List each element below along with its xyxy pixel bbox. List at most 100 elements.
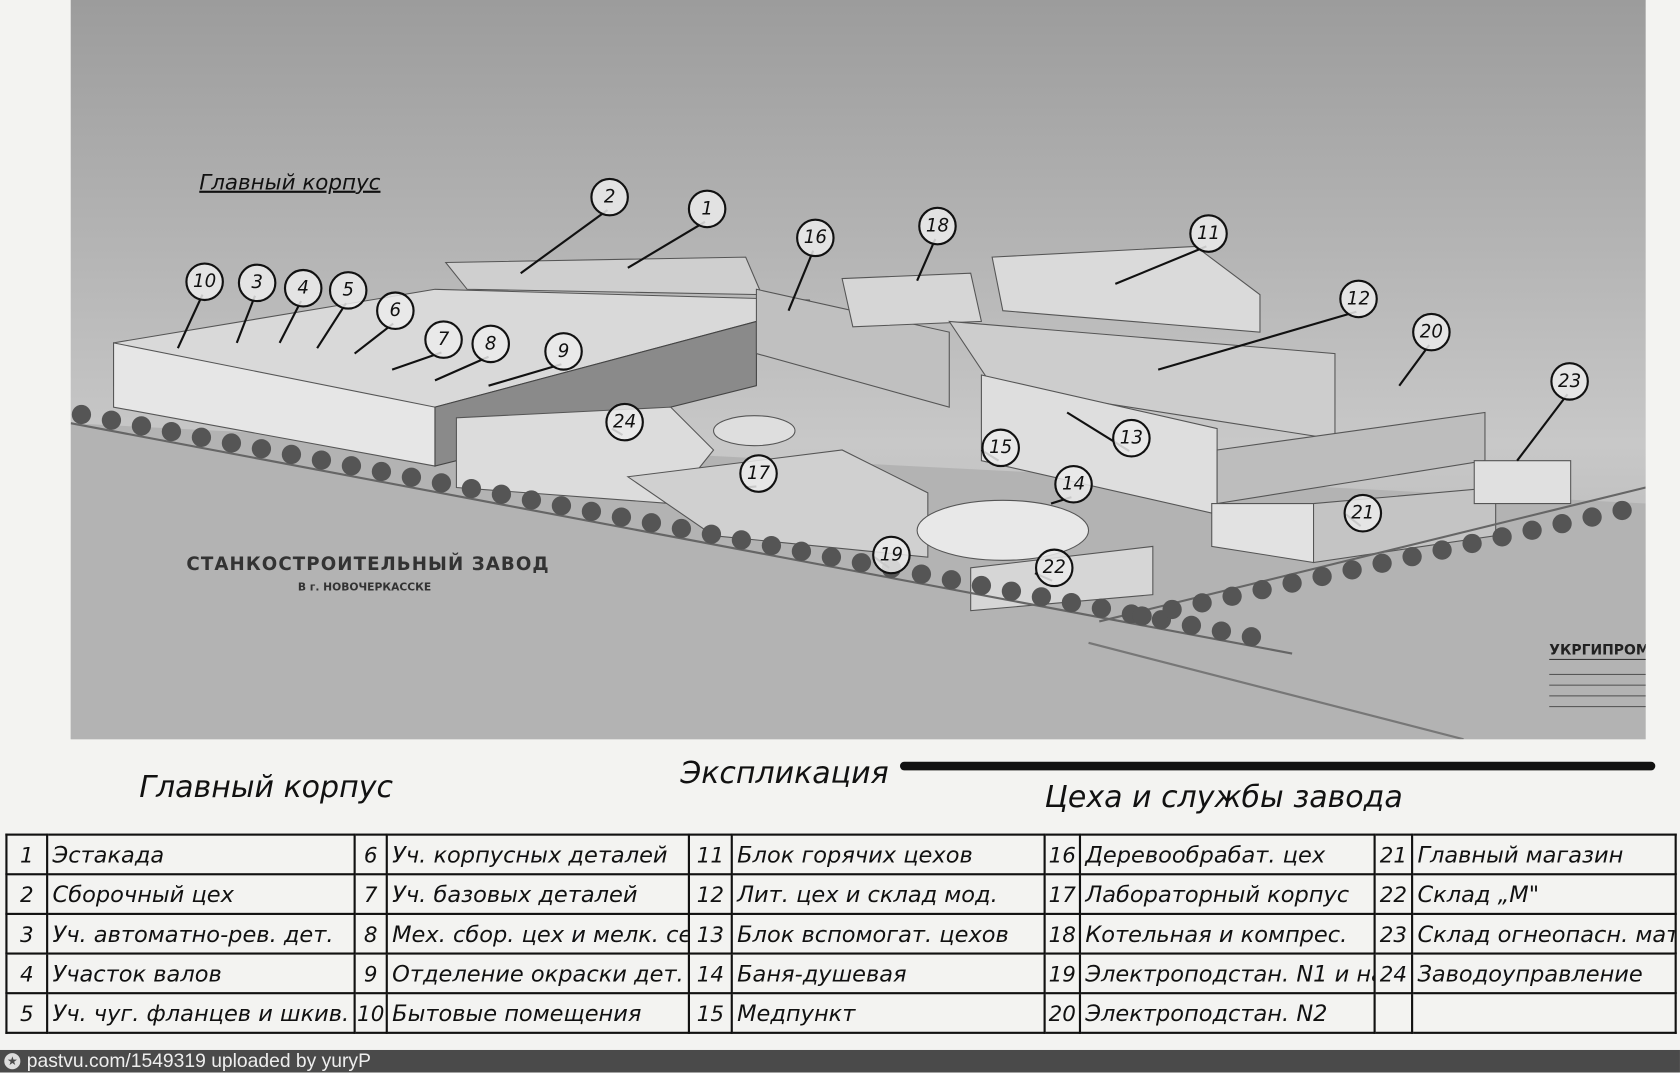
legend-number: 15 (687, 992, 733, 1034)
building-marker-24: 24 (605, 402, 644, 442)
tree (911, 564, 932, 584)
legend-description: Мех. сбор. цех и мелк. сер. (385, 912, 690, 955)
legend-description: Медпункт (730, 992, 1046, 1034)
tree (1061, 592, 1082, 613)
tree (491, 484, 512, 504)
legend-number: 21 (1373, 833, 1414, 876)
legend-number: 9 (353, 952, 388, 995)
tree (1582, 507, 1602, 527)
legend-description: Баня-душевая (730, 952, 1046, 995)
tree (71, 404, 92, 425)
legend-number: 6 (353, 833, 388, 876)
source-footer: ★ pastvu.com/1549319 uploaded by yuryP (0, 1049, 1680, 1073)
tree (1222, 586, 1242, 606)
legend-description: Склад огнеопасн. матер. (1411, 912, 1677, 955)
legend-number: 2 (5, 873, 49, 915)
tree (731, 530, 752, 550)
legend-description: Электроподстан. N1 и насос. (1078, 952, 1376, 995)
divider (899, 761, 1656, 771)
main-building-label: Главный корпус (199, 169, 381, 195)
legend-number: 16 (1043, 833, 1082, 876)
tree (1282, 573, 1302, 593)
building-marker-19: 19 (872, 535, 911, 575)
tree (701, 524, 722, 544)
legend-description: Склад „М" (1411, 873, 1677, 915)
tree (251, 439, 272, 459)
leader-line (627, 220, 706, 269)
tree (671, 518, 692, 539)
legend-number: 5 (5, 992, 49, 1034)
factory-subtitle: В г. НОВОЧЕРКАССКЕ (297, 581, 432, 594)
legend-number: 7 (353, 873, 388, 915)
building-marker-2: 2 (590, 177, 629, 217)
legend-number: 18 (1043, 912, 1082, 955)
leader-line (520, 209, 609, 275)
tree (581, 501, 602, 522)
building-marker-20: 20 (1412, 312, 1451, 352)
leader-line (1516, 393, 1569, 462)
building-marker-12: 12 (1339, 279, 1378, 319)
legend-number: 23 (1373, 912, 1414, 955)
tree (551, 496, 572, 516)
legend-description: Блок горячих цехов (730, 833, 1046, 876)
legend-description: Деревообрабат. цех (1078, 833, 1376, 876)
tree (131, 416, 152, 436)
legend-description: Эстакада (46, 833, 356, 876)
tree (161, 421, 182, 442)
legend-description: Участок валов (46, 952, 356, 995)
leader-line (1157, 310, 1357, 371)
tree (1372, 553, 1392, 573)
stamp-signature-lines (1549, 664, 1646, 716)
building-marker-3: 3 (237, 263, 277, 303)
factory-perspective-drawing: Главный корпус СТАНКОСТРОИТЕЛЬНЫЙ ЗАВОД … (70, 0, 1646, 740)
tree (1552, 514, 1572, 534)
leader-line (1114, 245, 1207, 285)
tree (1312, 566, 1332, 587)
legend-heading-workshops: Цеха и службы завода (1044, 778, 1403, 815)
building-marker-10: 10 (185, 262, 224, 302)
legend-number: 17 (1043, 873, 1082, 915)
tree (431, 473, 452, 493)
tree (101, 410, 122, 430)
legend-description: Сборочный цех (46, 873, 356, 915)
tree (221, 433, 242, 453)
legend-number (1373, 992, 1414, 1034)
legend-description: Бытовые помещения (385, 992, 690, 1034)
tree (1001, 581, 1022, 601)
tree (1342, 560, 1362, 580)
building-marker-5: 5 (328, 271, 368, 310)
tree (341, 456, 362, 476)
leader-line (353, 322, 394, 355)
tree (401, 467, 422, 487)
tree (521, 490, 542, 510)
tree (851, 553, 872, 573)
tree (791, 541, 812, 561)
tree (1162, 599, 1182, 620)
legend-number: 13 (687, 912, 733, 955)
legend-number: 8 (353, 912, 388, 955)
building-marker-14: 14 (1054, 464, 1093, 504)
leader-line (278, 300, 303, 344)
buildings-illustration (70, 209, 1646, 740)
legend-description (1411, 992, 1677, 1034)
tree (1432, 540, 1452, 560)
building-marker-13: 13 (1112, 418, 1151, 458)
legend-number: 14 (687, 952, 733, 995)
legend-number: 10 (353, 992, 388, 1034)
tree (1402, 547, 1422, 567)
building-marker-22: 22 (1034, 548, 1074, 588)
source-link[interactable]: pastvu.com/1549319 uploaded by yuryP (26, 1049, 371, 1072)
tree (761, 535, 782, 556)
legend-description: Главный магазин (1411, 833, 1677, 876)
legend-number: 12 (687, 873, 733, 915)
leader-line (235, 295, 256, 344)
tree (1031, 587, 1052, 607)
tree (191, 427, 212, 447)
leader-line (1398, 344, 1431, 387)
building-marker-4: 4 (283, 268, 323, 308)
legend-number: 19 (1043, 952, 1082, 995)
legend-description: Уч. чуг. фланцев и шкив. (46, 992, 356, 1034)
